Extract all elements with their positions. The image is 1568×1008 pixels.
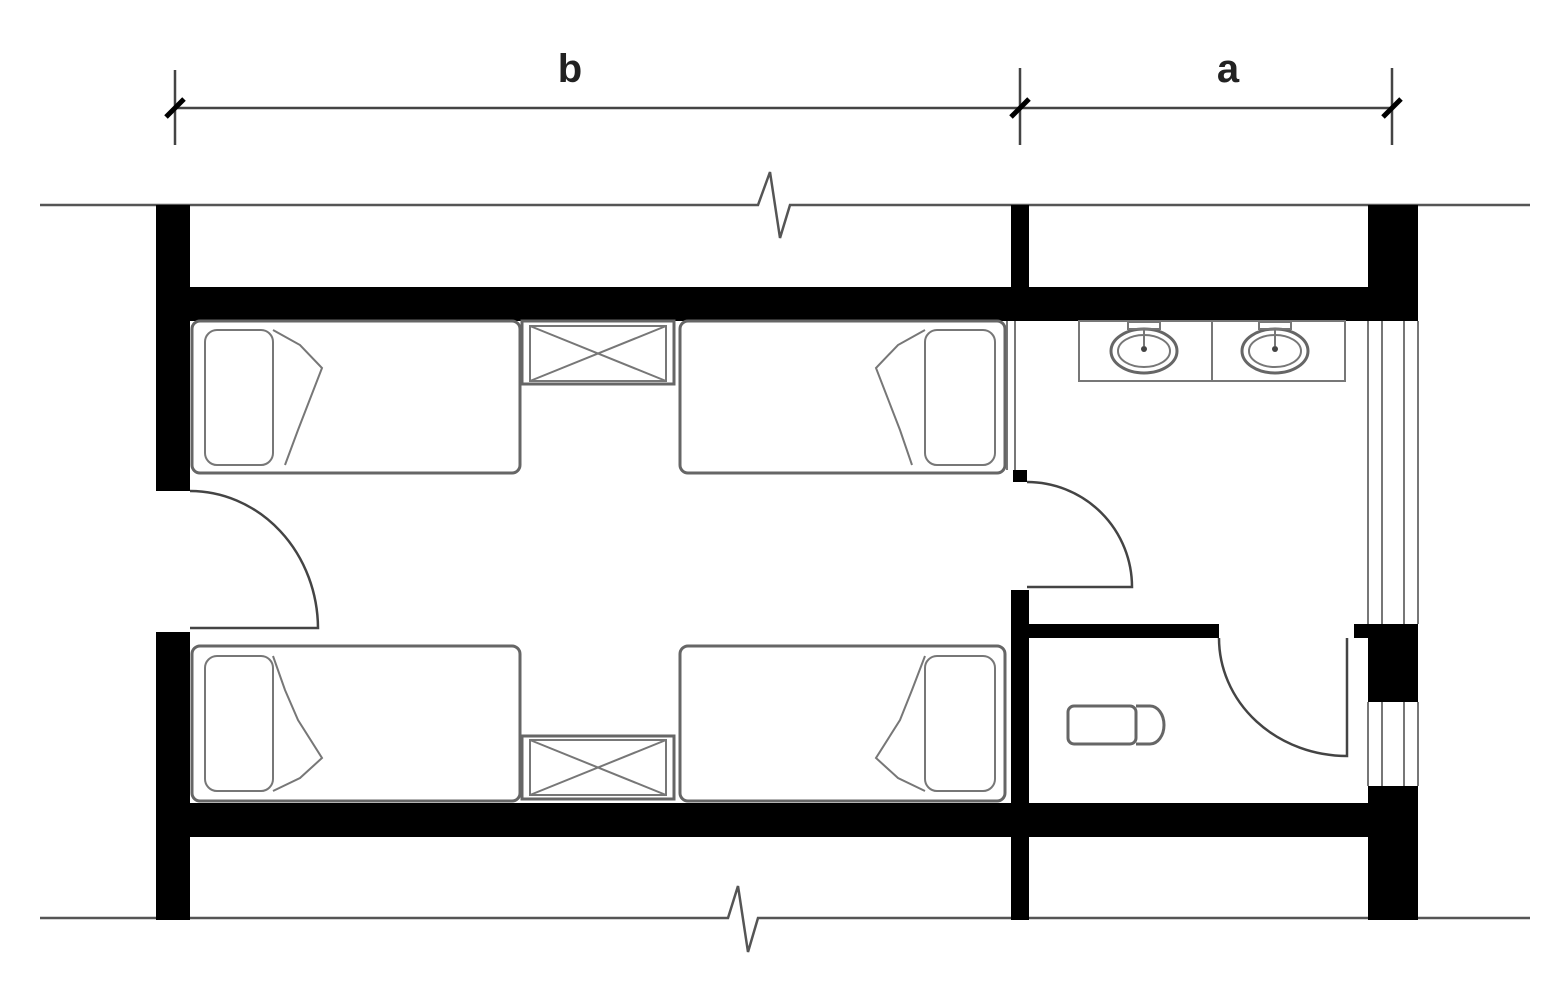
- wall-top: [156, 287, 1418, 321]
- partition-upper: [1011, 205, 1029, 321]
- bed-bottom-left: [190, 644, 522, 803]
- wall-left-upper: [156, 205, 190, 491]
- doors: [189, 480, 1349, 758]
- tick-mark-left: [164, 97, 186, 119]
- corridor-lines: [40, 171, 1530, 953]
- bed-bottom-right: [678, 644, 1007, 803]
- nightstand-bottom: [520, 734, 676, 801]
- corridor-line-bottom: [40, 885, 1530, 953]
- bathroom-door-swing: [1026, 480, 1134, 589]
- toilet-wall: [1011, 624, 1219, 638]
- wardrobe-strip: [1006, 321, 1016, 470]
- toilet-icon: [1066, 704, 1166, 746]
- tick-mark-middle: [1009, 97, 1031, 119]
- walls: [156, 205, 1418, 920]
- nightstands: [520, 319, 676, 801]
- bed-top-left: [190, 319, 522, 475]
- sink-left-icon: [1109, 321, 1179, 375]
- partition-door-jamb: [1013, 470, 1027, 482]
- tick-mark-right: [1381, 97, 1403, 119]
- dimension-label-b: b: [558, 47, 582, 91]
- dimension-label-a: a: [1217, 47, 1240, 91]
- wall-left-lower: [156, 632, 190, 920]
- entry-door-swing: [189, 489, 320, 630]
- wall-right-middle: [1368, 624, 1418, 702]
- wall-right-bottom: [1368, 786, 1418, 920]
- beds: [190, 319, 1007, 803]
- sink-right-icon: [1240, 321, 1310, 375]
- dimension-lines: b a: [164, 47, 1403, 145]
- wall-bottom: [156, 803, 1418, 837]
- toilet-door-swing: [1217, 637, 1349, 758]
- toilet-wall-stub: [1354, 624, 1372, 638]
- partition-lower: [1011, 590, 1029, 920]
- sink-counter: [1078, 320, 1346, 382]
- window-right: [1367, 321, 1419, 786]
- corridor-line-top: [40, 171, 1530, 239]
- bed-top-right: [678, 319, 1007, 475]
- nightstand-top: [520, 319, 676, 386]
- wall-right-top: [1368, 205, 1418, 321]
